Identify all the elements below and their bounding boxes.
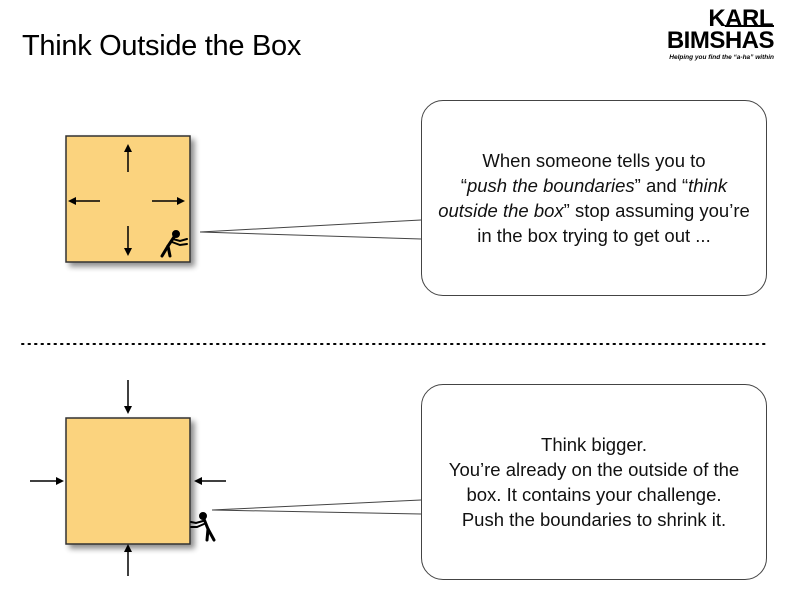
- text-line: Think bigger.: [541, 434, 647, 455]
- logo-line-2: BIMSHAS: [640, 27, 775, 54]
- text-run: ” stop assuming you’re in the box trying…: [477, 200, 750, 246]
- text-run: ” and “: [634, 175, 689, 196]
- text-line: You’re already on the outside of the: [448, 459, 740, 480]
- callout-text-bottom: Think bigger. You’re already on the outs…: [429, 432, 759, 532]
- pushing-person-icon: [190, 512, 216, 542]
- slide-title: Think Outside the Box: [22, 30, 302, 62]
- text-run-italic: think outside the box: [438, 175, 728, 221]
- logo-line-1: KARL: [708, 5, 773, 32]
- text-line: Push the boundaries to shrink it.: [461, 509, 727, 530]
- text-run: When someone tells you to: [482, 150, 706, 171]
- box-bottom: [65, 417, 191, 545]
- karl-bimshas-logo: KARL BIMSHAS Helping you find the “a-ha”…: [640, 5, 775, 62]
- logo-line-2-a: BIMS: [666, 27, 726, 54]
- text-run: “: [460, 175, 467, 196]
- text-line: box. It contains your challenge.: [466, 484, 722, 505]
- pushing-person-icon: [160, 230, 188, 258]
- text-run-italic: push the boundaries: [466, 175, 635, 196]
- callout-bubble-top: When someone tells you to “push the boun…: [421, 100, 767, 296]
- logo-tagline: Helping you find the “a-ha” within: [669, 54, 774, 61]
- callout-text-top: When someone tells you to “push the boun…: [429, 148, 759, 248]
- logo-line-2-b: HAS: [724, 27, 775, 54]
- callout-bubble-bottom: Think bigger. You’re already on the outs…: [421, 384, 767, 580]
